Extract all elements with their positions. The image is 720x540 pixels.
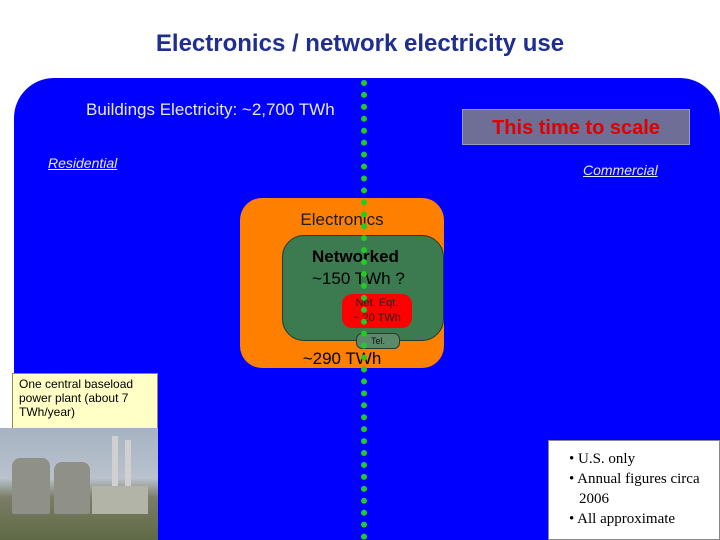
plant-building [92,486,148,514]
electronics-total-label: ~290 TWh [302,349,382,368]
residential-commercial-divider [361,80,367,540]
chimney [112,436,118,514]
note-item: • U.S. only [569,451,636,467]
residential-label: Residential [48,155,118,171]
network-equipment-value: ~ 20 TWh [353,312,401,324]
networked-title: Networked [312,247,399,266]
electronics-label: Electronics [300,210,384,229]
cooling-tower [54,462,90,514]
networked-value: ~150 TWh ? [312,269,405,288]
notes-box: • U.S. only • Annual figures circa 2006 … [548,440,720,540]
to-scale-badge: This time to scale [462,109,690,145]
page-title: Electronics / network electricity use [155,30,565,57]
network-equipment-title: Net. Eqt. [355,297,399,309]
chimney [125,440,131,514]
networked-label: Networked ~150 TWh ? [312,246,442,290]
commercial-label: Commercial [583,162,658,178]
telephony-box: Tel. [356,333,400,349]
note-item: • Annual figures circa 2006 [569,471,700,507]
note-item: • All approximate [569,511,676,527]
buildings-electricity-label: Buildings Electricity: ~2,700 TWh [86,100,335,119]
network-equipment-label: Net. Eqt. ~ 20 TWh [342,296,412,326]
power-plant-photo [0,428,158,540]
cooling-tower [12,458,50,514]
network-equipment-region [342,294,412,328]
